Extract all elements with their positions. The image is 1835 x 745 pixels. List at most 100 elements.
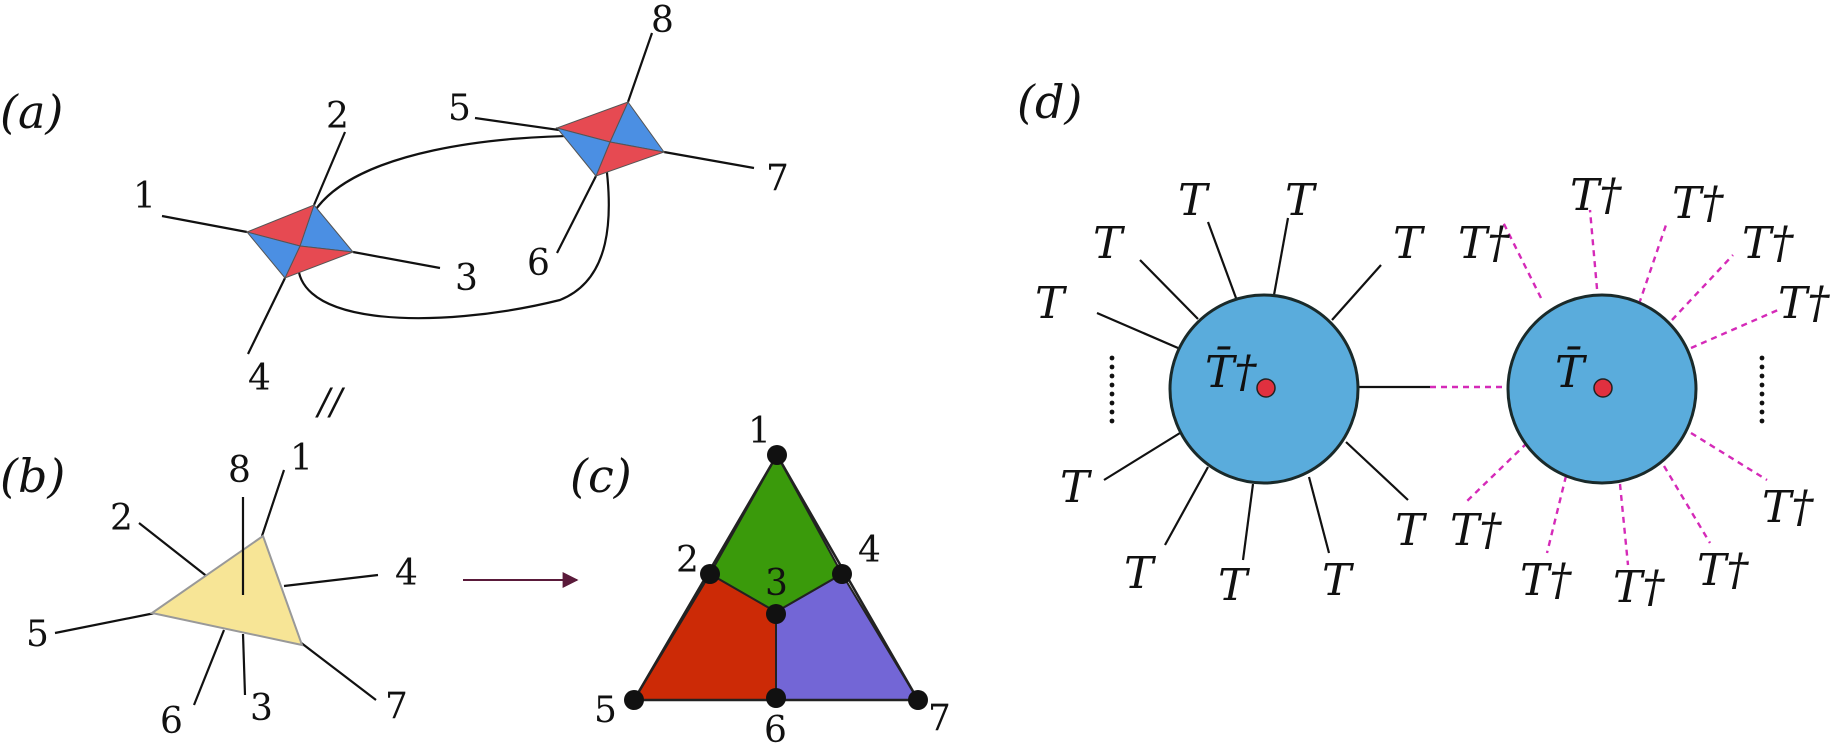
leg-label-1: 1 [133,176,156,217]
leg-b-6 [192,629,226,706]
left-leg-3 [1331,264,1382,321]
leg-2 [312,131,347,206]
node-right-label: T̄ [1555,345,1588,398]
right-leg-10 [1464,442,1528,504]
vertex-label-5: 5 [594,690,617,731]
node-left-label: T̄† [1205,345,1257,398]
leg-label-8: 8 [651,0,674,41]
vertex-4 [832,564,852,584]
vertex-label-3: 3 [765,563,788,604]
right-leg-9 [1545,475,1568,554]
leg-label-6: 6 [527,243,550,284]
vertex-label-7: 7 [928,698,951,739]
left-leg-label-6: T [1060,462,1093,513]
leg-b-label-7: 7 [385,686,408,727]
left-leg-5 [1096,311,1179,350]
tensor-a-right [555,101,666,177]
leg-6 [556,175,597,254]
contraction-curve-lower [297,149,610,320]
leg-7 [663,150,755,170]
leg-label-3: 3 [455,258,478,299]
right-leg-label-1: T† [1458,218,1510,269]
node-right-dot [1593,378,1613,398]
right-leg-label-9: T† [1520,555,1572,606]
leg-b-label-2: 2 [110,498,133,539]
right-leg-1 [1501,221,1543,299]
vertex-label-2: 2 [676,540,699,581]
vertex-6 [766,688,786,708]
vertex-5 [624,690,644,710]
right-leg-label-10: T† [1450,505,1502,556]
leg-label-5: 5 [448,88,471,129]
right-leg-label-5: T† [1778,278,1830,329]
right-ellipsis [1759,355,1765,424]
left-leg-9 [1307,476,1331,554]
leg-b-label-1: 1 [290,438,313,479]
panel-a-label: (a) [0,85,63,139]
left-leg-label-1: T [1178,175,1211,226]
left-leg-6 [1103,432,1181,481]
left-leg-2 [1272,217,1290,296]
right-leg-6 [1690,431,1768,482]
left-leg-label-5: T [1035,278,1068,329]
vertex-label-6: 6 [764,710,787,745]
vertex-1 [767,445,787,465]
right-leg-4 [1671,254,1734,321]
tensor-b-triangle [149,534,304,647]
vertex-label-4: 4 [858,530,881,571]
left-leg-label-10: T [1395,505,1428,556]
equivalence-symbol: // [315,382,346,423]
leg-b-label-4: 4 [395,553,418,594]
leg-b-1 [260,469,286,537]
left-leg-7 [1164,466,1209,546]
leg-b-3 [241,633,247,696]
leg-b-5 [54,611,156,635]
right-leg-label-2: T† [1570,170,1622,221]
right-leg-label-3: T† [1672,178,1724,229]
panel-a: (a) 1 2 3 4 5 6 7 [0,0,789,399]
right-leg-label-7: T† [1697,545,1749,596]
leg-8 [626,32,654,103]
left-leg-4 [1139,259,1199,320]
left-leg-label-2: T [1285,175,1318,226]
right-leg-3 [1637,221,1669,305]
tensor-a-left [245,203,355,279]
leg-b-4 [283,573,379,588]
left-leg-label-4: T [1093,218,1126,269]
leg-b-label-6: 6 [160,701,183,742]
panel-b: (b) 1 2 3 4 5 6 7 8 [0,438,418,742]
right-leg-label-8: T† [1613,562,1665,613]
leg-b-label-8: 8 [228,450,251,491]
vertex-7 [908,690,928,710]
left-leg-8 [1241,483,1255,561]
right-leg-8 [1618,483,1630,566]
left-leg-label-7: T [1124,548,1157,599]
leg-b-2 [138,522,210,579]
node-left-dot [1256,378,1276,398]
leg-label-7: 7 [766,158,789,199]
right-leg-5 [1690,308,1779,350]
leg-b-label-3: 3 [250,688,273,729]
leg-1 [161,214,248,234]
left-leg-10 [1345,441,1409,501]
leg-label-4: 4 [248,358,271,399]
right-leg-7 [1662,465,1712,544]
left-leg-1 [1206,221,1238,299]
leg-b-label-5: 5 [26,614,49,655]
panel-c: (c) 1 2 3 4 5 6 7 [570,411,951,745]
vertex-3 [766,604,786,624]
panel-d-label: (d) [1017,75,1082,129]
leg-3 [352,250,441,270]
leg-b-7 [299,641,377,701]
vertex-label-1: 1 [748,411,771,452]
left-leg-label-8: T [1218,560,1251,611]
vertex-2 [700,564,720,584]
panel-c-label: (c) [570,449,632,503]
right-leg-label-4: T† [1742,218,1794,269]
panel-b-label: (b) [0,449,65,503]
left-ellipsis [1109,355,1115,424]
right-leg-label-6: T† [1762,482,1814,533]
left-leg-label-3: T [1393,218,1426,269]
leg-label-2: 2 [326,96,349,137]
